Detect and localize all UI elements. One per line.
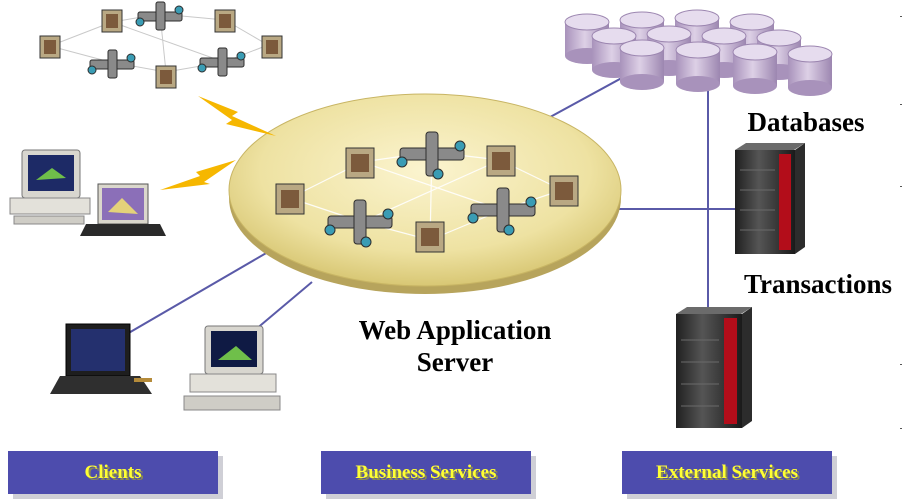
server-box-icon (155, 65, 177, 89)
database-cylinder-icon (619, 39, 665, 90)
database-cylinder-icon (732, 43, 778, 94)
server-box-icon (101, 9, 123, 33)
hub-cluster-icon (87, 49, 136, 79)
server-box-icon (39, 35, 61, 59)
server-box-icon (261, 35, 283, 59)
tier-external-services: External Services (622, 451, 832, 494)
web-app-server-label-line-2: Server (416, 347, 494, 377)
laptop-icon (50, 323, 152, 394)
distributed-network (39, 1, 283, 89)
edge-tick (900, 16, 902, 17)
desktop-computer-icon (9, 149, 91, 225)
mainframe-tower-icon (676, 307, 752, 428)
hub-cluster-icon (467, 187, 537, 236)
server-box-icon (415, 221, 445, 253)
hub-cluster-icon (324, 199, 394, 248)
lightning-bolt-icon (160, 160, 236, 190)
edge-tick (900, 186, 902, 187)
edge-tick (900, 364, 902, 365)
server-box-icon (275, 183, 305, 215)
database-cylinder-icon (787, 45, 833, 96)
line-server-to-workstation (254, 281, 313, 331)
transactions-label: Transactions (743, 269, 892, 299)
inner-server-nodes (275, 145, 579, 253)
server-box-icon (549, 175, 579, 207)
server-box-icon (214, 9, 236, 33)
inner-hub-clusters (324, 131, 537, 248)
tier-business-services: Business Services (321, 451, 531, 494)
hub-cluster-icon (197, 47, 246, 77)
tier-clients: Clients (8, 451, 218, 494)
web-app-server-label: Web Application Server (330, 314, 580, 378)
laptop-icon (80, 183, 166, 236)
web-app-server-platform (228, 93, 622, 294)
databases-label: Databases (747, 107, 865, 137)
desktop-computer-icon (183, 325, 281, 411)
database-cluster-icon (564, 9, 833, 96)
mainframe-tower-icon (735, 143, 805, 254)
line-server-to-laptop (119, 251, 269, 339)
edge-tick (900, 104, 902, 105)
database-cylinder-icon (675, 41, 721, 92)
hub-cluster-icon (396, 131, 466, 180)
hub-cluster-icon (135, 1, 184, 31)
lightning-bolt-icon (198, 96, 276, 136)
server-box-icon (345, 147, 375, 179)
web-app-server-label-line-1: Web Application (358, 315, 552, 345)
edge-tick (900, 428, 902, 429)
server-box-icon (486, 145, 516, 177)
